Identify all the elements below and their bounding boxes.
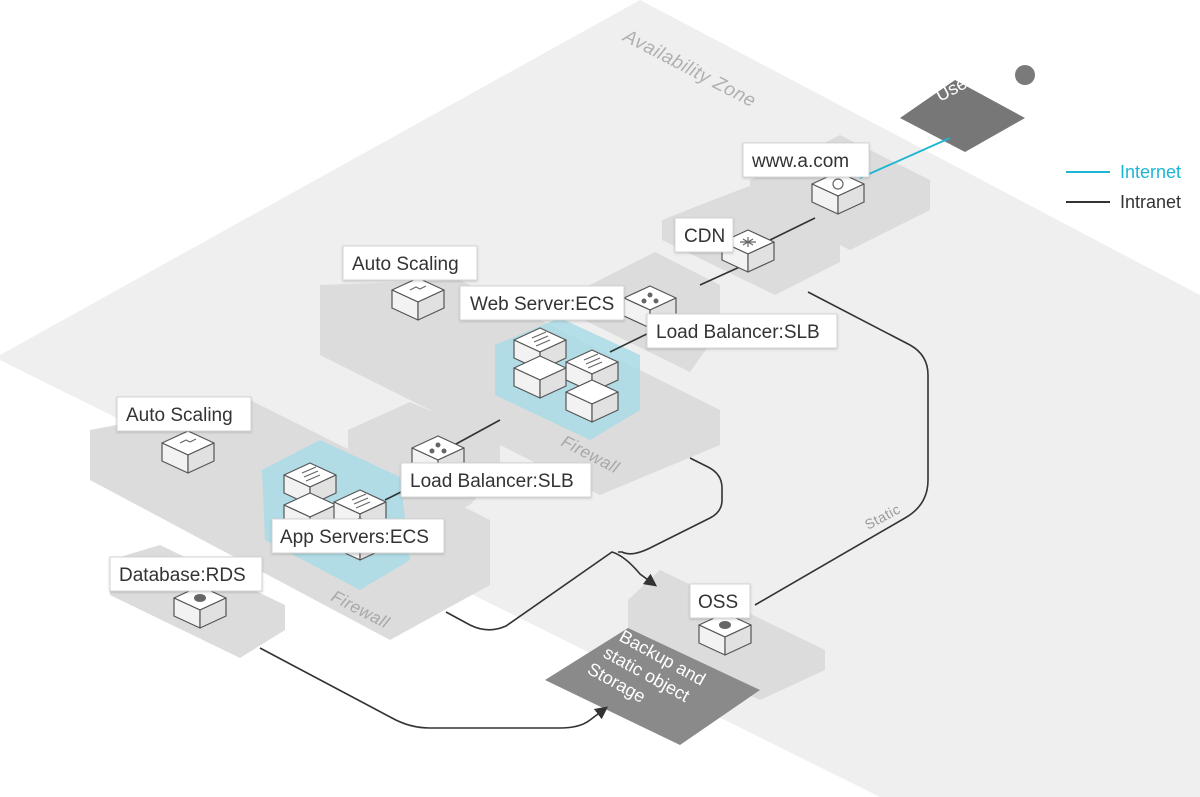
auto-scaling-icon bbox=[391, 277, 445, 321]
server-icon bbox=[283, 462, 337, 506]
label-lb-app-text: Load Balancer:SLB bbox=[410, 471, 574, 492]
label-lb-web: Load Balancer:SLB bbox=[646, 313, 838, 349]
database-icon bbox=[173, 585, 227, 629]
label-auto-scaling-web: Auto Scaling bbox=[342, 245, 478, 281]
label-web-server-text: Web Server:ECS bbox=[470, 294, 614, 315]
label-auto-scaling-web-text: Auto Scaling bbox=[352, 254, 459, 275]
cdn-icon bbox=[721, 229, 775, 273]
legend-internet-label: Internet bbox=[1120, 162, 1181, 182]
legend-intranet-label: Intranet bbox=[1120, 192, 1181, 212]
globe-icon bbox=[811, 171, 865, 215]
label-database-text: Database:RDS bbox=[119, 565, 246, 586]
person-icon bbox=[1015, 65, 1035, 85]
label-website-text: www.a.com bbox=[751, 151, 849, 172]
label-cdn-text: CDN bbox=[684, 226, 725, 247]
label-cdn: CDN bbox=[674, 217, 734, 253]
link-user-website bbox=[859, 137, 951, 179]
label-lb-app: Load Balancer:SLB bbox=[400, 462, 592, 498]
server-icon bbox=[513, 327, 567, 371]
label-app-servers: App Servers:ECS bbox=[271, 518, 445, 554]
label-app-servers-text: App Servers:ECS bbox=[280, 527, 429, 548]
load-balancer-icon bbox=[411, 435, 465, 479]
auto-scaling-icon bbox=[161, 430, 215, 474]
label-lb-web-text: Load Balancer:SLB bbox=[656, 322, 820, 343]
storage-plate bbox=[545, 628, 760, 745]
server-icon bbox=[565, 349, 619, 393]
label-web-server: Web Server:ECS bbox=[459, 285, 625, 321]
link-website-cdn bbox=[769, 217, 816, 241]
link-cdn-oss-static bbox=[754, 291, 929, 606]
label-database: Database:RDS bbox=[109, 556, 263, 592]
link-web-oss bbox=[618, 457, 723, 555]
legend: Internet Intranet bbox=[1066, 162, 1181, 212]
label-website: www.a.com bbox=[742, 142, 870, 178]
label-oss: OSS bbox=[689, 583, 751, 619]
plate-user bbox=[900, 80, 1025, 152]
label-auto-scaling-app-text: Auto Scaling bbox=[126, 405, 233, 426]
label-oss-text: OSS bbox=[698, 592, 738, 613]
link-db-storage bbox=[259, 647, 609, 729]
storage-icon bbox=[698, 612, 752, 656]
load-balancer-icon bbox=[623, 285, 677, 329]
label-auto-scaling-app: Auto Scaling bbox=[116, 396, 252, 432]
server-icon bbox=[333, 489, 387, 533]
link-app-oss bbox=[445, 551, 658, 631]
